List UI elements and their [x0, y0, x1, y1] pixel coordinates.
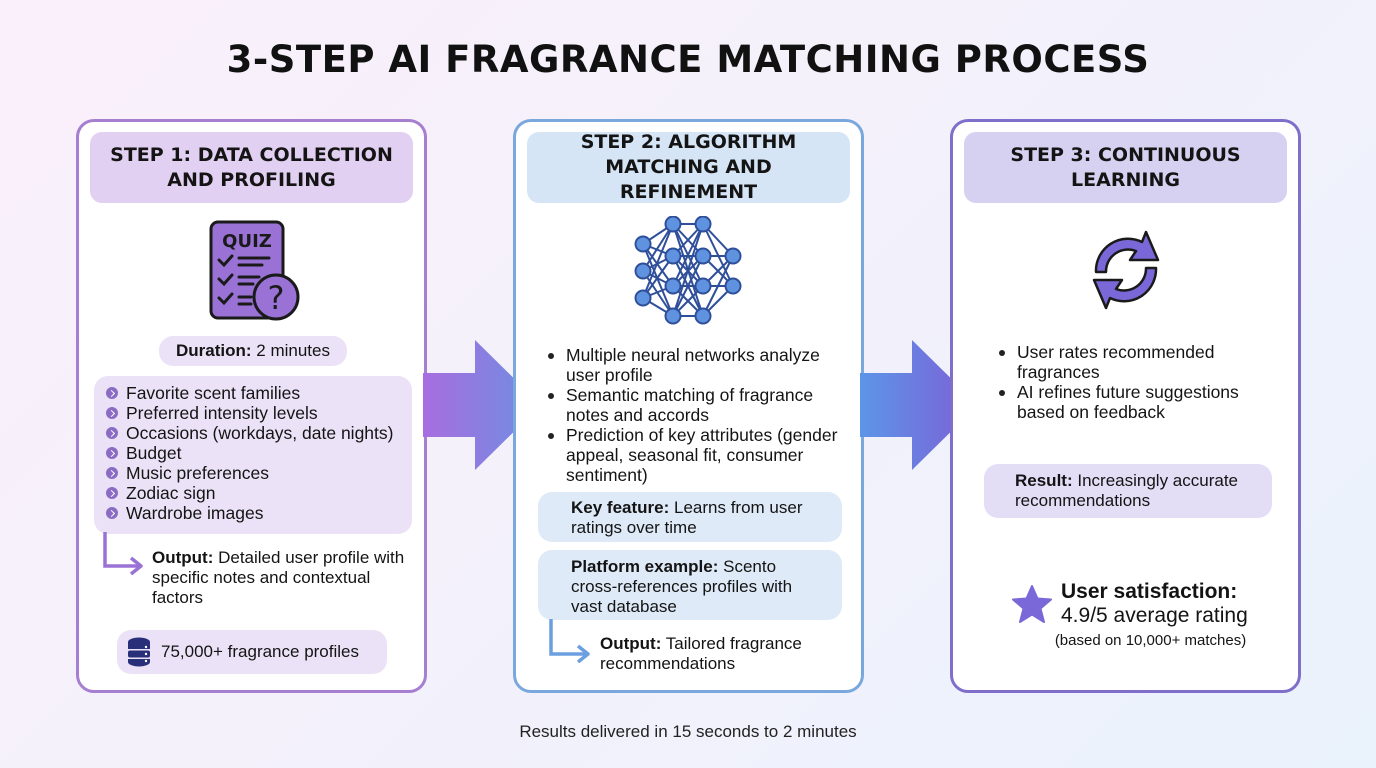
output-label: Output:	[152, 548, 214, 567]
list-item: AI refines future suggestions based on f…	[995, 382, 1275, 422]
network-node	[664, 216, 681, 233]
database-icon	[128, 637, 150, 667]
output-text: Tailored fragrance recommendations	[600, 634, 802, 673]
network-edge	[671, 255, 704, 317]
network-edge	[641, 243, 674, 317]
satisfaction-note: (based on 10,000+ matches)	[1054, 632, 1247, 649]
step-2-output: Output: Tailored fragrance recommendatio…	[600, 634, 840, 674]
chevron-right-icon	[106, 487, 118, 499]
list-item: Preferred intensity levels	[106, 403, 400, 423]
network-node	[694, 277, 711, 295]
result-text: Increasingly accurate recommendations	[1015, 471, 1238, 510]
satisfaction-block: User satisfaction: 4.9/5 average rating	[1061, 580, 1281, 628]
arrow-right-icon	[423, 340, 541, 470]
list-item: Prediction of key attributes (gender app…	[544, 425, 854, 485]
page-title: 3-STEP AI FRAGRANCE MATCHING PROCESS	[226, 38, 1150, 81]
satisfaction-label: User satisfaction:	[1061, 580, 1238, 603]
key-feature-label: Key feature:	[571, 498, 670, 517]
step-3-header: STEP 3: CONTINUOUS LEARNING	[964, 132, 1287, 203]
refresh-cycle-icon	[953, 220, 1298, 320]
quiz-icon-text: QUIZ	[222, 231, 272, 252]
platform-text: Scento cross-references profiles with va…	[571, 557, 793, 616]
star-icon	[1012, 585, 1052, 623]
network-node	[694, 247, 711, 265]
satisfaction-value: 4.9/5 average rating	[1061, 604, 1248, 627]
network-edge	[671, 223, 704, 287]
network-edge	[701, 255, 734, 317]
duration-label: Duration:	[176, 341, 252, 360]
step-1-output: Output: Detailed user profile with speci…	[152, 548, 422, 608]
input-list: Favorite scent families Preferred intens…	[106, 383, 400, 523]
list-item: Music preferences	[106, 463, 400, 483]
network-node	[664, 247, 681, 265]
step-2-bullets: Multiple neural networks analyze user pr…	[544, 345, 854, 485]
footer-note: Results delivered in 15 seconds to 2 min…	[519, 722, 857, 741]
network-edge	[641, 255, 674, 299]
result-box: Result: Increasingly accurate recommenda…	[984, 464, 1272, 518]
network-node	[634, 289, 651, 307]
step-1-card: STEP 1: DATA COLLECTION AND PROFILING QU…	[76, 119, 427, 693]
platform-label: Platform example:	[571, 557, 719, 576]
network-node	[664, 307, 681, 325]
chevron-right-icon	[106, 387, 118, 399]
network-node	[634, 235, 651, 253]
step-1-header: STEP 1: DATA COLLECTION AND PROFILING	[90, 132, 413, 203]
list-item: Semantic matching of fragrance notes and…	[544, 385, 854, 425]
duration-badge: Duration: 2 minutes	[159, 336, 347, 366]
key-feature-text: Learns from user ratings over time	[571, 498, 803, 537]
network-node	[694, 216, 711, 233]
step-3-card: STEP 3: CONTINUOUS LEARNING User rates r…	[950, 119, 1301, 693]
network-edge	[671, 223, 704, 317]
chevron-right-icon	[106, 427, 118, 439]
network-edge	[641, 243, 674, 287]
database-text: 75,000+ fragrance profiles	[161, 642, 359, 661]
svg-text:?: ?	[267, 279, 284, 317]
output-arrow-icon	[103, 532, 143, 576]
key-feature-box: Key feature: Learns from user ratings ov…	[538, 492, 842, 542]
list-item: Zodiac sign	[106, 483, 400, 503]
output-arrow-icon	[549, 619, 590, 663]
network-edge	[641, 270, 674, 317]
arrow-right-icon	[860, 340, 978, 470]
list-item: Budget	[106, 443, 400, 463]
chevron-right-icon	[106, 507, 118, 519]
chevron-right-icon	[106, 447, 118, 459]
chevron-right-icon	[106, 407, 118, 419]
duration-value: 2 minutes	[256, 341, 330, 360]
input-list-box: Favorite scent families Preferred intens…	[94, 376, 412, 534]
database-badge: 75,000+ fragrance profiles	[117, 630, 387, 674]
result-label: Result:	[1015, 471, 1073, 490]
network-node	[724, 247, 741, 265]
chevron-right-icon	[106, 467, 118, 479]
step-2-header: STEP 2: ALGORITHM MATCHING AND REFINEMEN…	[527, 131, 850, 203]
output-label: Output:	[600, 634, 662, 653]
list-item: Favorite scent families	[106, 383, 400, 403]
network-edge	[641, 223, 674, 272]
network-node	[664, 277, 681, 295]
output-text: Detailed user profile with specific note…	[152, 548, 405, 607]
network-edge	[641, 223, 674, 299]
list-item: Multiple neural networks analyze user pr…	[544, 345, 854, 385]
step-2-card: STEP 2: ALGORITHM MATCHING AND REFINEMEN…	[513, 119, 864, 693]
platform-example-box: Platform example: Scento cross-reference…	[538, 550, 842, 620]
network-node	[634, 262, 651, 280]
network-node	[724, 277, 741, 295]
step-3-bullets: User rates recommended fragrances AI ref…	[995, 342, 1275, 422]
network-node	[694, 307, 711, 325]
neural-network-icon	[516, 216, 861, 326]
list-item: Occasions (workdays, date nights)	[106, 423, 400, 443]
quiz-icon: QUIZ ?	[79, 217, 424, 327]
list-item: Wardrobe images	[106, 503, 400, 523]
list-item: User rates recommended fragrances	[995, 342, 1275, 382]
